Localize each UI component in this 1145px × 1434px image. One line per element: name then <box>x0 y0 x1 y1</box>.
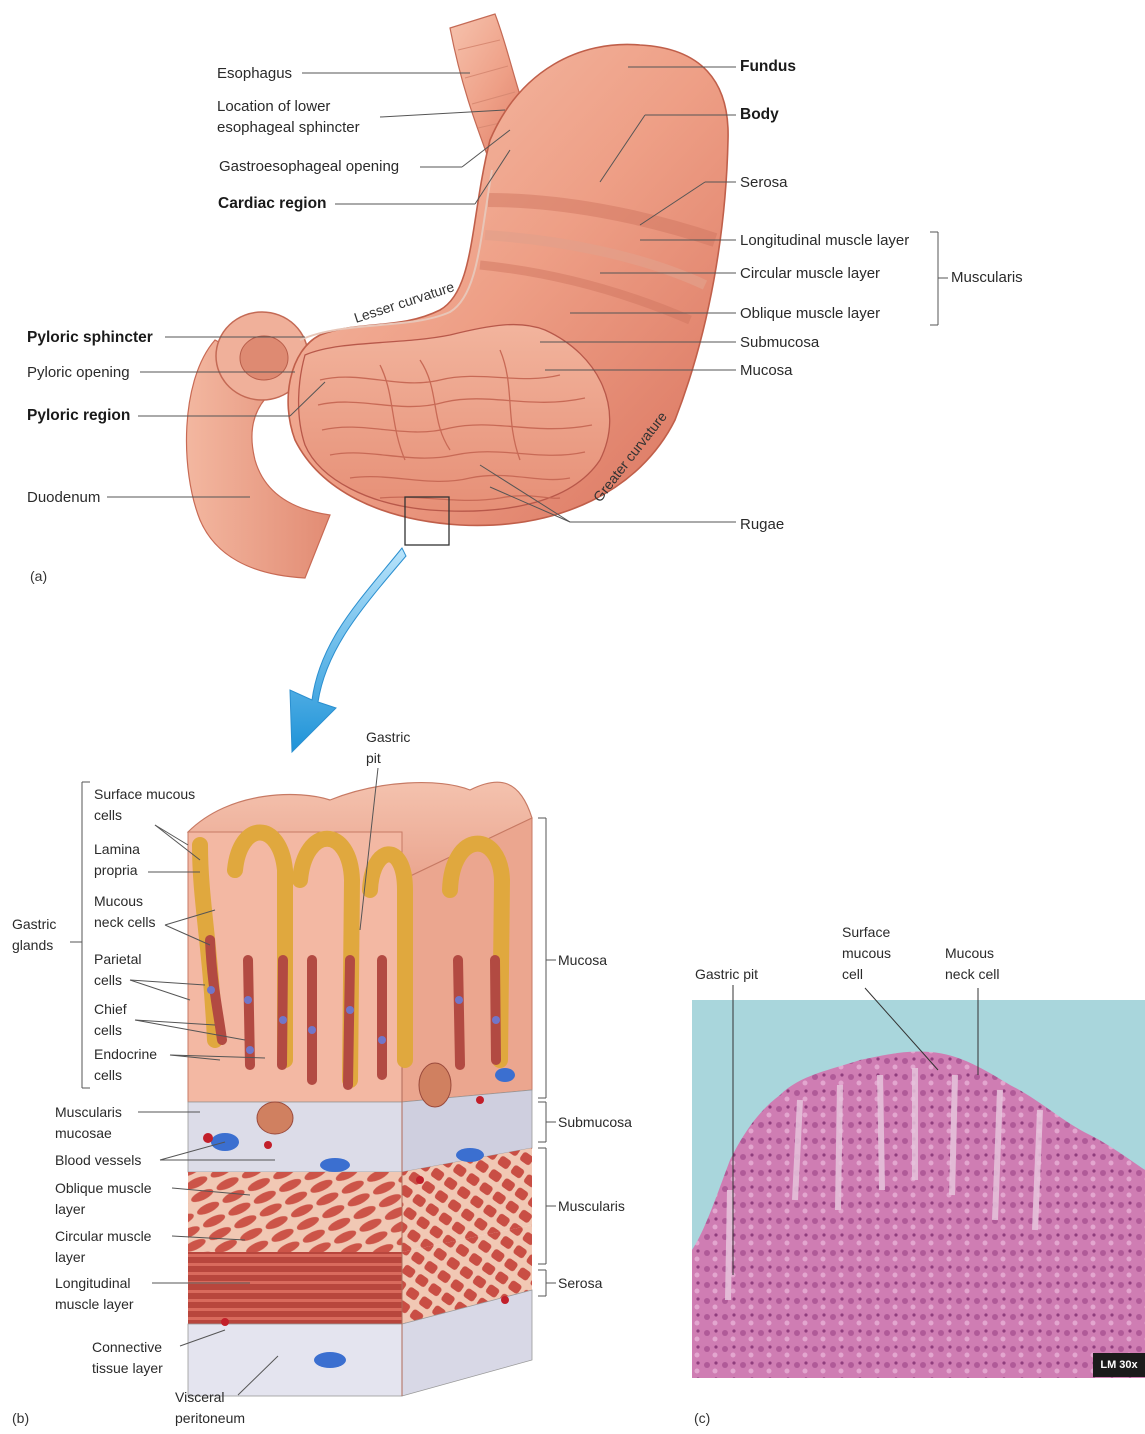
stomach-mucosa-interior <box>299 325 610 512</box>
label-mucosa-b: Mucosa <box>558 950 607 971</box>
panel-a-tag: (a) <box>30 568 47 584</box>
label-gastric-glands: Gastric glands <box>12 914 56 956</box>
panel-b-tag: (b) <box>12 1410 29 1426</box>
label-circular-a: Circular muscle layer <box>740 263 880 284</box>
label-rugae: Rugae <box>740 514 784 535</box>
label-pyloric-opening: Pyloric opening <box>27 362 130 383</box>
label-duodenum: Duodenum <box>27 487 100 508</box>
label-submucosa-a: Submucosa <box>740 332 819 353</box>
zoom-arrow <box>290 548 406 752</box>
label-mucous-neck-cells: Mucous neck cells <box>94 891 155 933</box>
label-pyloric-sphincter: Pyloric sphincter <box>27 327 153 348</box>
label-chief-cells: Chief cells <box>94 999 127 1041</box>
label-longitudinal-b: Longitudinal muscle layer <box>55 1273 134 1315</box>
magnification-badge: LM 30x <box>1093 1353 1145 1377</box>
label-visceral-peritoneum: Visceral peritoneum <box>175 1387 245 1429</box>
label-gastric-pit-b: Gastric pit <box>366 727 410 769</box>
label-gastric-pit-c: Gastric pit <box>695 964 758 985</box>
label-body: Body <box>740 104 779 125</box>
label-lamina-propria: Lamina propria <box>94 839 140 881</box>
label-gastroesophageal-opening: Gastroesophageal opening <box>219 156 399 177</box>
label-mucous-neck-cell: Mucous neck cell <box>945 943 999 985</box>
label-muscularis-a: Muscularis <box>951 267 1023 288</box>
label-serosa-a: Serosa <box>740 172 788 193</box>
label-circular-b: Circular muscle layer <box>55 1226 151 1268</box>
label-surface-mucous-cells: Surface mucous cells <box>94 784 195 826</box>
label-serosa-b: Serosa <box>558 1273 602 1294</box>
label-blood-vessels: Blood vessels <box>55 1150 141 1171</box>
label-oblique-b: Oblique muscle layer <box>55 1178 152 1220</box>
label-fundus: Fundus <box>740 56 796 77</box>
label-lower-esophageal-sphincter: Location of lower esophageal sphincter <box>217 96 360 138</box>
label-muscularis-b: Muscularis <box>558 1196 625 1217</box>
micrograph <box>692 985 1145 1378</box>
label-connective-tissue: Connective tissue layer <box>92 1337 163 1379</box>
label-longitudinal-a: Longitudinal muscle layer <box>740 230 909 251</box>
panel-c-tag: (c) <box>694 1410 710 1426</box>
label-parietal-cells: Parietal cells <box>94 949 141 991</box>
label-submucosa-b: Submucosa <box>558 1112 632 1133</box>
label-muscularis-mucosae: Muscularis mucosae <box>55 1102 122 1144</box>
label-esophagus: Esophagus <box>217 63 292 84</box>
label-cardiac-region: Cardiac region <box>218 193 327 214</box>
stomach-wall-block <box>188 782 532 1396</box>
label-endocrine-cells: Endocrine cells <box>94 1044 157 1086</box>
label-pyloric-region: Pyloric region <box>27 405 130 426</box>
label-oblique-a: Oblique muscle layer <box>740 303 880 324</box>
label-mucosa-a: Mucosa <box>740 360 793 381</box>
label-surface-mucous-cell: Surface mucous cell <box>842 922 891 985</box>
